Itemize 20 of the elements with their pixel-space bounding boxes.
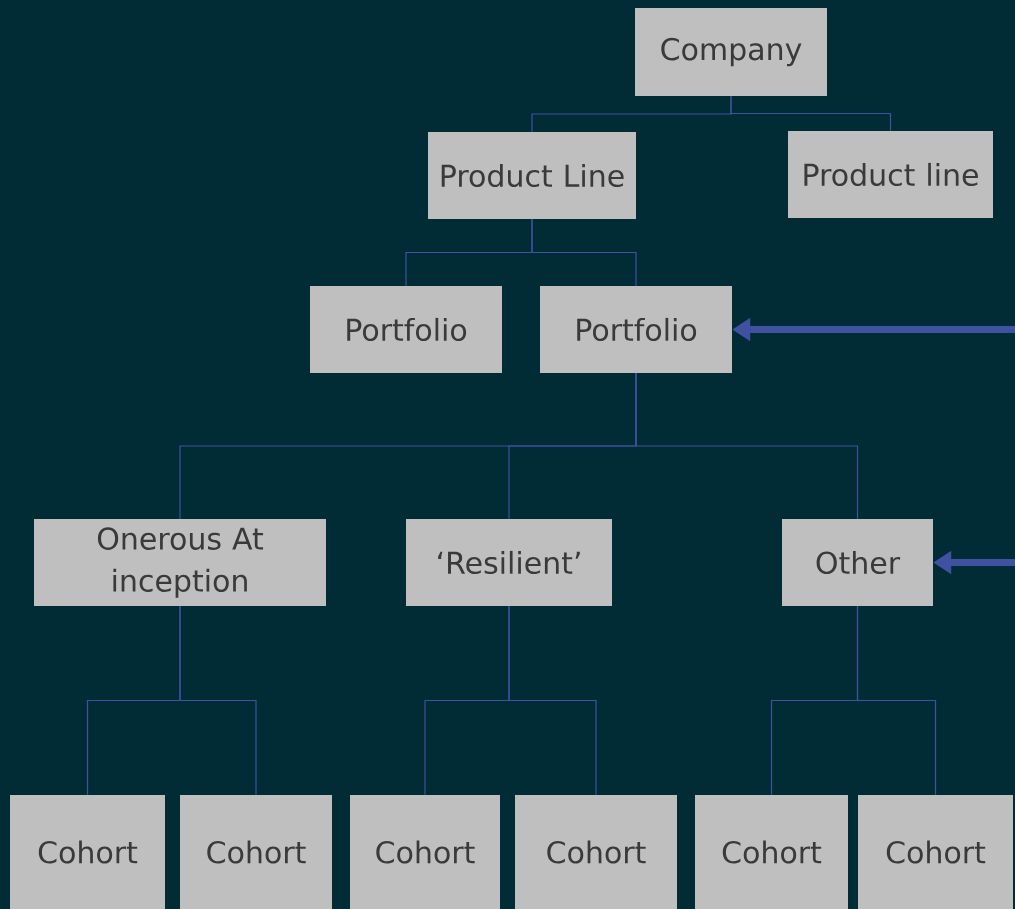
chart-box: Portfolio [540,286,732,373]
chart-box: Cohort [350,795,500,909]
chart-box: Cohort [515,795,677,909]
connector-line [856,605,937,796]
chart-box: Cohort [180,795,332,909]
chart-box: Other [782,519,933,606]
chart-box: Portfolio [310,286,502,373]
chart-box: Cohort [858,795,1013,909]
chart-box: Company [635,8,827,96]
connector-line [508,605,597,796]
chart-box: Cohort [10,795,165,909]
connector-line [179,605,257,796]
chart-box: Product line [788,131,993,218]
chart-box: ‘Resilient’ [406,519,612,606]
connector-line [635,372,859,520]
chart-box: Cohort [695,795,848,909]
connector-line [531,218,637,287]
chart-box: Onerous At inception [34,519,326,606]
chart-box: Product Line [428,132,636,219]
connector-line [730,95,892,132]
